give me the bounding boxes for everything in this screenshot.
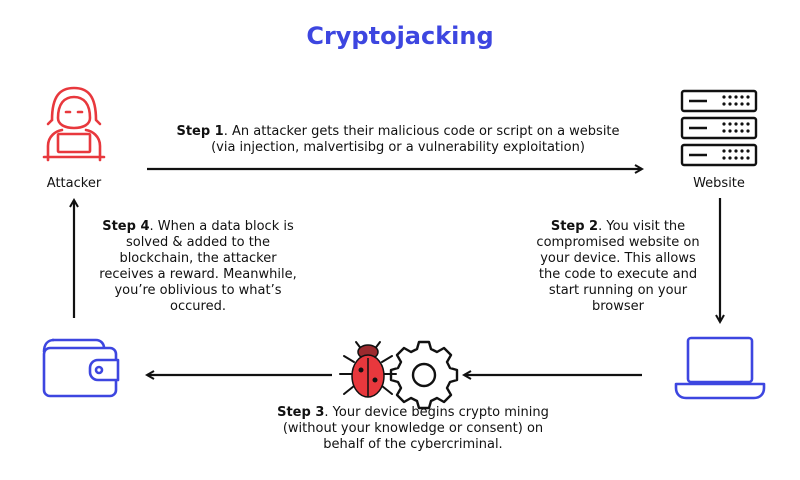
step-3-text: Step 3. Your device begins crypto mining… — [270, 405, 556, 453]
laptop-icon — [674, 336, 766, 400]
step-2-label: Step 2 — [550, 219, 599, 234]
hacker-icon — [42, 86, 106, 162]
step-1-text: Step 1. An attacker gets their malicious… — [168, 124, 628, 156]
bug-icon — [339, 341, 397, 398]
step-4-label: Step 4 — [102, 219, 150, 234]
attacker-label: Attacker — [46, 176, 102, 191]
step-3-description: . Your device begins crypto mining (with… — [282, 405, 549, 452]
step-2-text: Step 2. You visit the compromised websit… — [528, 219, 708, 315]
website-label: Website — [693, 176, 745, 191]
step-4-description: . When a data block is solved & added to… — [99, 219, 297, 314]
step-4-text: Step 4. When a data block is solved & ad… — [98, 219, 298, 315]
step-2-description: . You visit the compromised website on y… — [536, 219, 700, 314]
wallet-icon — [42, 338, 120, 398]
gear-icon — [389, 340, 459, 410]
step-1-label: Step 1 — [176, 124, 224, 139]
step-3-label: Step 3 — [277, 405, 325, 420]
step-1-description: . An attacker gets their malicious code … — [211, 124, 620, 155]
server-icon — [680, 89, 758, 167]
diagram-title: Cryptojacking — [306, 22, 494, 50]
